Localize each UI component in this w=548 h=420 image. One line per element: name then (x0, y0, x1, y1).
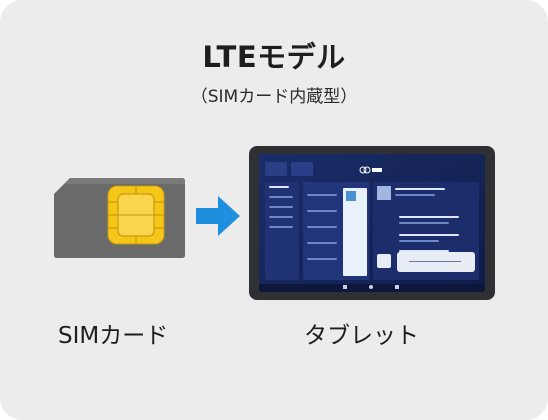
screen-nav-bar (259, 284, 485, 292)
tablet-device-icon (249, 146, 495, 300)
screen-menu-panel (265, 182, 299, 280)
page-subtitle: （SIMカード内蔵型） (190, 87, 358, 107)
tablet-label: タブレット (304, 323, 419, 349)
sim-card-label: SIMカード (58, 323, 169, 349)
screen-logo (359, 166, 383, 176)
arrow-right-icon (194, 192, 242, 244)
screen-weather-tile (291, 162, 313, 176)
tablet-screen (259, 154, 485, 292)
screen-player-controls (397, 252, 475, 272)
screen-detail-panel (343, 188, 367, 276)
sim-card-icon (52, 176, 187, 260)
page-title: LTEモデル (202, 40, 346, 74)
screen-clock-tile (265, 162, 287, 176)
